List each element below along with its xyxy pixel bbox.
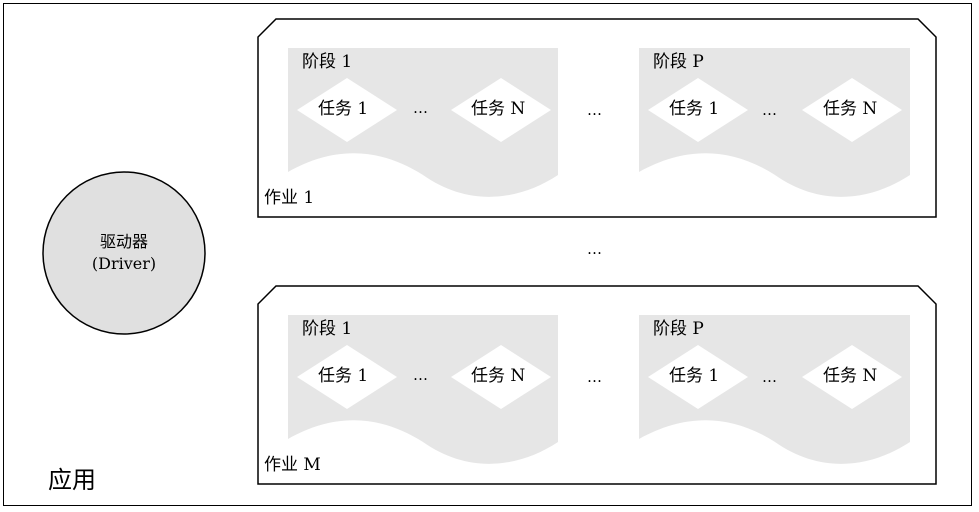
- task-label: 任务 1: [669, 99, 720, 119]
- driver-label-line2: (Driver): [91, 254, 157, 273]
- stage-label: 阶段 P: [653, 319, 704, 339]
- ellipsis: …: [762, 101, 777, 119]
- ellipsis: …: [587, 101, 602, 119]
- stage-label: 阶段 P: [653, 52, 704, 72]
- task-diamond: [802, 345, 902, 409]
- ellipsis: …: [413, 366, 428, 384]
- application-frame: [3, 3, 972, 506]
- task-label: 任务 N: [823, 366, 878, 386]
- job-label: 作业 M: [264, 455, 321, 475]
- task-label: 任务 N: [471, 366, 526, 386]
- task-diamond: [802, 78, 902, 142]
- ellipsis: …: [587, 368, 602, 386]
- application-label: 应用: [48, 466, 96, 494]
- driver-label: 驱动器 (Driver): [74, 231, 174, 275]
- driver-label-line1: 驱动器: [99, 232, 148, 251]
- job-label: 作业 1: [264, 188, 315, 208]
- task-diamond: [451, 345, 551, 409]
- task-diamond: [648, 345, 748, 409]
- task-diamond: [297, 345, 397, 409]
- task-label: 任务 1: [318, 366, 369, 386]
- stage-label: 阶段 1: [302, 319, 353, 339]
- task-diamond: [648, 78, 748, 142]
- ellipsis: …: [413, 99, 428, 117]
- task-label: 任务 1: [318, 99, 369, 119]
- task-label: 任务 N: [471, 99, 526, 119]
- task-diamond: [297, 78, 397, 142]
- ellipsis: …: [762, 368, 777, 386]
- task-diamond: [451, 78, 551, 142]
- stage-label: 阶段 1: [302, 52, 353, 72]
- task-label: 任务 1: [669, 366, 720, 386]
- ellipsis: …: [587, 240, 602, 258]
- task-label: 任务 N: [823, 99, 878, 119]
- driver-circle: [42, 171, 206, 335]
